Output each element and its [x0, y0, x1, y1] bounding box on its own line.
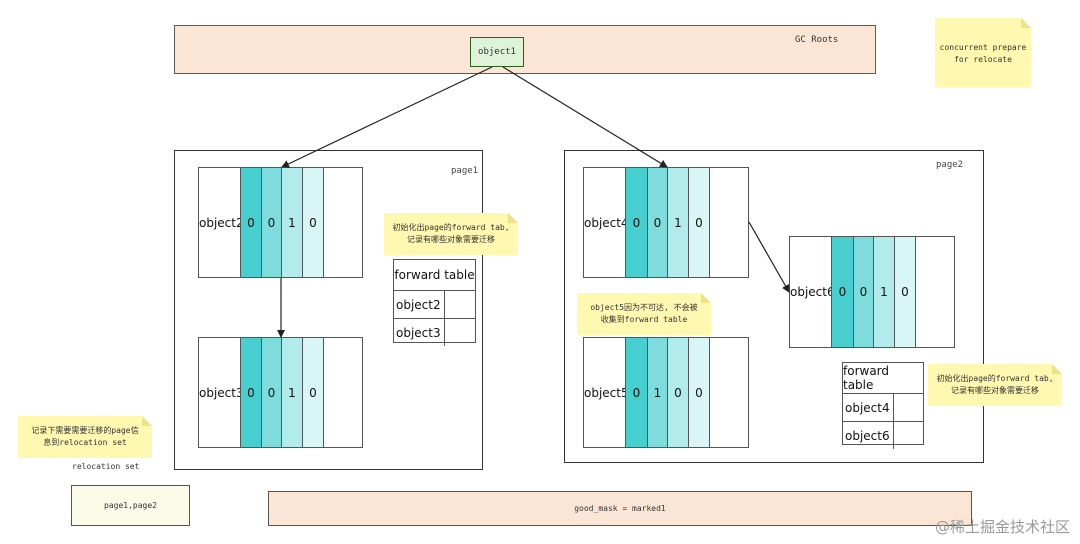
note-line: 记录有哪些对象需要迁移: [407, 235, 495, 244]
page1-label: page1: [451, 166, 479, 176]
mark-bit: 0: [240, 338, 261, 447]
note-line: 记录下需要需要迁移的page信: [31, 426, 139, 435]
note-page2-forward: 初始化出page的forward tab, 记录有哪些对象需要迁移: [928, 364, 1062, 406]
object-body: [709, 168, 748, 277]
object2-block: object2 0 0 1 0: [198, 167, 363, 278]
good-mask-box: good_mask = marked1: [268, 491, 972, 526]
mark-bit: 0: [647, 168, 667, 277]
mark-bit: 1: [281, 338, 302, 447]
mark-bit: 0: [688, 168, 709, 277]
mark-bit: 0: [625, 338, 647, 447]
forward-table-cell: object6: [843, 422, 894, 449]
mark-bit: 0: [302, 168, 323, 277]
mark-bit: 0: [261, 338, 281, 447]
note-concurrent-prepare: concurrent prepare for relocate: [935, 18, 1031, 87]
object3-label: object3: [199, 385, 244, 400]
forward-table-row: object6: [843, 422, 923, 449]
object6-label: object6: [790, 285, 835, 299]
object2-label: object2: [199, 215, 244, 230]
arrow-object1-to-object4: [502, 66, 668, 168]
mark-bit: 0: [667, 338, 688, 447]
note-line: 收集到forward table: [600, 315, 688, 324]
watermark: @稀土掘金技术社区: [934, 518, 1070, 536]
note-line: concurrent prepare: [939, 43, 1027, 52]
object5-block: object5 0 1 0 0: [583, 337, 749, 448]
relocation-set-label: relocation set: [72, 462, 140, 471]
note-relocation-set: 记录下需要需要迁移的page信 息到relocation set: [18, 416, 152, 458]
object6-block: object6 0 0 1 0: [789, 236, 955, 348]
note-page1-forward: 初始化出page的forward tab, 记录有哪些对象需要迁移: [384, 213, 518, 255]
note-line: 初始化出page的forward tab,: [936, 374, 1054, 383]
mark-bit: 1: [873, 237, 894, 347]
forward-table-row: object2: [394, 291, 475, 319]
mark-bit: 1: [281, 168, 302, 277]
mark-bit: 0: [302, 338, 323, 447]
object-body: [323, 338, 362, 447]
note-line: object5因为不可达, 不会被: [590, 303, 698, 312]
forward-table-header: forward table: [843, 363, 923, 394]
mark-bit: 0: [831, 237, 853, 347]
mark-bit: 0: [625, 168, 647, 277]
forward-table-row: object4: [843, 394, 923, 422]
forward-table-header: forward table: [394, 260, 475, 291]
mark-bit: 0: [240, 168, 261, 277]
mark-bit: 0: [688, 338, 709, 447]
note-line: 初始化出page的forward tab,: [392, 223, 510, 232]
mark-bit: 1: [667, 168, 688, 277]
forward-table-cell: object2: [394, 291, 445, 318]
object1-node: object1: [470, 37, 524, 67]
page2-forward-table: forward table object4 object6: [842, 362, 924, 449]
object-body: [915, 237, 954, 347]
page1-forward-table: forward table object2 object3: [393, 259, 476, 346]
object-body: [709, 338, 748, 447]
gc-roots-region: [174, 25, 876, 74]
object3-block: object3 0 0 1 0: [198, 337, 363, 448]
object4-label: object4: [584, 215, 629, 230]
note-line: 息到relocation set: [43, 438, 127, 447]
object5-label: object5: [584, 385, 629, 400]
note-line: 记录有哪些对象需要迁移: [951, 386, 1039, 395]
mark-bit: 0: [853, 237, 873, 347]
object-body: [323, 168, 362, 277]
relocation-set-box: page1,page2: [71, 485, 190, 526]
mark-bit: 0: [261, 168, 281, 277]
forward-table-row: object3: [394, 319, 475, 346]
mark-bit: 0: [894, 237, 915, 347]
page2-label: page2: [936, 160, 964, 170]
arrow-object1-to-object2: [281, 66, 493, 168]
mark-bit: 1: [647, 338, 667, 447]
note-line: for relocate: [954, 55, 1012, 64]
gc-roots-label: GC Roots: [795, 35, 839, 45]
arrow-object4-to-object6: [748, 221, 790, 293]
note-object5-unreachable: object5因为不可达, 不会被 收集到forward table: [577, 293, 711, 335]
forward-table-cell: object4: [843, 394, 894, 421]
object4-block: object4 0 0 1 0: [583, 167, 749, 278]
forward-table-cell: object3: [394, 319, 445, 346]
